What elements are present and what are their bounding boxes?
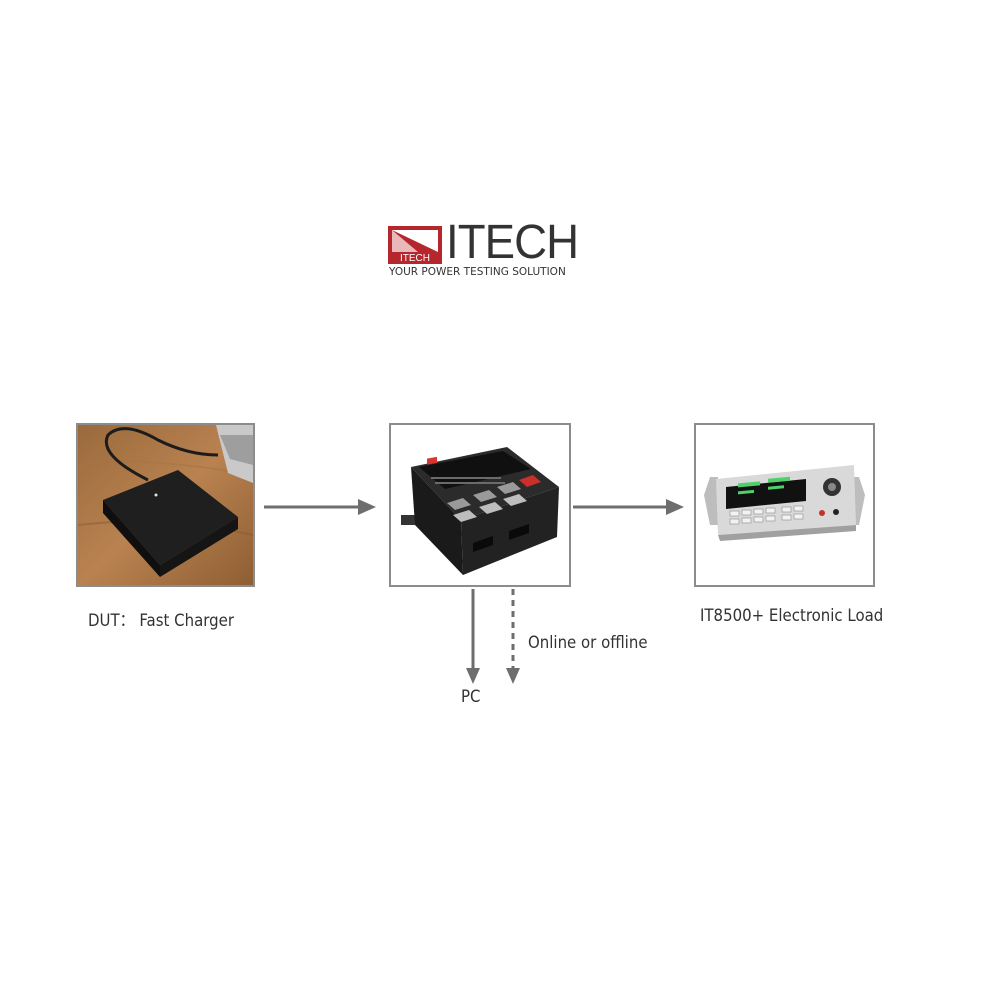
- logo-mark-text: ITECH: [400, 253, 430, 264]
- dut-box: [76, 423, 255, 587]
- test-fixture-photo-icon: ITECH: [391, 425, 569, 585]
- dut-label: DUT： Fast Charger: [88, 611, 234, 631]
- load-label: IT8500+ Electronic Load: [700, 606, 884, 626]
- arrow-dut-to-adapter: [264, 499, 376, 515]
- logo-wordmark: ITECH: [446, 216, 579, 269]
- load-box: [694, 423, 875, 587]
- fixture-brand-text: ITECH: [447, 446, 468, 457]
- arrow-adapter-to-load: [573, 499, 684, 515]
- fast-charger-photo-icon: [78, 425, 253, 585]
- logo-tagline: YOUR POWER TESTING SOLUTION: [389, 266, 566, 278]
- pc-label: PC: [461, 687, 481, 707]
- itech-logo: ITECH ITECH YOUR POWER TESTING SOLUTION: [388, 218, 593, 284]
- online-offline-label: Online or offline: [528, 633, 648, 653]
- adapter-box: ITECH: [389, 423, 571, 587]
- electronic-load-photo-icon: [696, 425, 873, 585]
- arrow-adapter-to-pc: [466, 589, 480, 684]
- arrow-online-offline-dashed: [506, 589, 520, 684]
- itech-logo-mark-icon: ITECH: [388, 226, 442, 264]
